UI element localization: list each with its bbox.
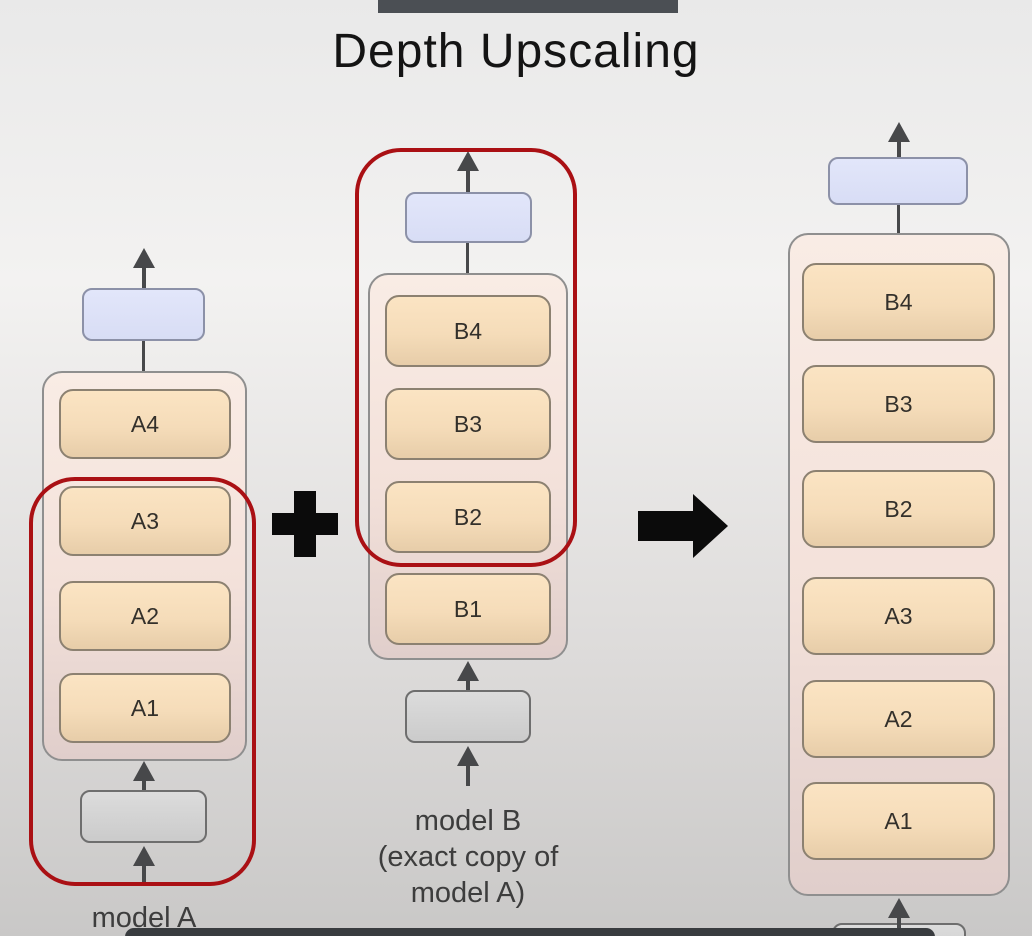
result-block-a2-label: A2	[884, 705, 913, 732]
block-a2: A2	[59, 581, 231, 651]
block-b2: B2	[385, 481, 551, 553]
block-b1: B1	[385, 573, 551, 645]
block-b3-label: B3	[453, 410, 483, 437]
merge-arrow-icon	[638, 494, 728, 558]
red-highlight-outline-a	[29, 477, 256, 886]
input-embedding-block-b	[405, 690, 531, 743]
connector-line	[897, 205, 900, 234]
result-block-a3-label: A3	[884, 602, 913, 629]
output-head-block-b	[405, 192, 532, 243]
top-dark-bar	[378, 0, 678, 13]
model-b-caption: model B (exact copy of model A)	[338, 803, 598, 911]
block-a1: A1	[59, 673, 231, 743]
up-arrow-icon	[457, 746, 479, 786]
up-arrow-icon	[133, 761, 155, 790]
block-a2-label: A2	[130, 602, 160, 629]
model-b-caption-line3: model A)	[410, 877, 526, 909]
up-arrow-icon	[888, 898, 910, 936]
model-b-caption-line1: model B	[414, 805, 522, 837]
up-arrow-icon	[457, 661, 479, 690]
output-head-block-result	[828, 157, 968, 205]
block-b1-label: B1	[453, 595, 483, 622]
up-arrow-icon	[457, 151, 479, 192]
up-arrow-icon	[133, 846, 155, 886]
block-a1-label: A1	[130, 694, 160, 721]
connector-line	[466, 243, 469, 274]
result-block-b4-label: B4	[884, 288, 913, 315]
result-block-a3: A3	[802, 577, 995, 655]
result-block-b3-label: B3	[884, 390, 913, 417]
result-block-a2: A2	[802, 680, 995, 758]
block-a4-label: A4	[130, 410, 160, 437]
result-block-b4: B4	[802, 263, 995, 341]
output-head-block-a	[82, 288, 205, 341]
result-block-a1: A1	[802, 782, 995, 860]
up-arrow-icon	[133, 248, 155, 288]
input-embedding-block-a	[80, 790, 207, 843]
plus-icon	[272, 491, 338, 557]
block-b4: B4	[385, 295, 551, 367]
block-b4-label: B4	[453, 317, 483, 344]
page-title: Depth Upscaling	[332, 25, 700, 78]
block-a3: A3	[59, 486, 231, 556]
block-b2-label: B2	[453, 503, 483, 530]
model-b-caption-line2: (exact copy of	[377, 841, 559, 873]
bottom-dark-bar	[125, 928, 935, 936]
result-block-b3: B3	[802, 365, 995, 443]
red-highlight-outline-b	[355, 148, 577, 567]
block-b3: B3	[385, 388, 551, 460]
block-a3-label: A3	[130, 507, 160, 534]
connector-line	[142, 341, 145, 372]
result-block-b2: B2	[802, 470, 995, 548]
block-a4: A4	[59, 389, 231, 459]
result-block-b2-label: B2	[884, 495, 913, 522]
result-block-a1-label: A1	[884, 807, 913, 834]
up-arrow-icon	[888, 122, 910, 157]
